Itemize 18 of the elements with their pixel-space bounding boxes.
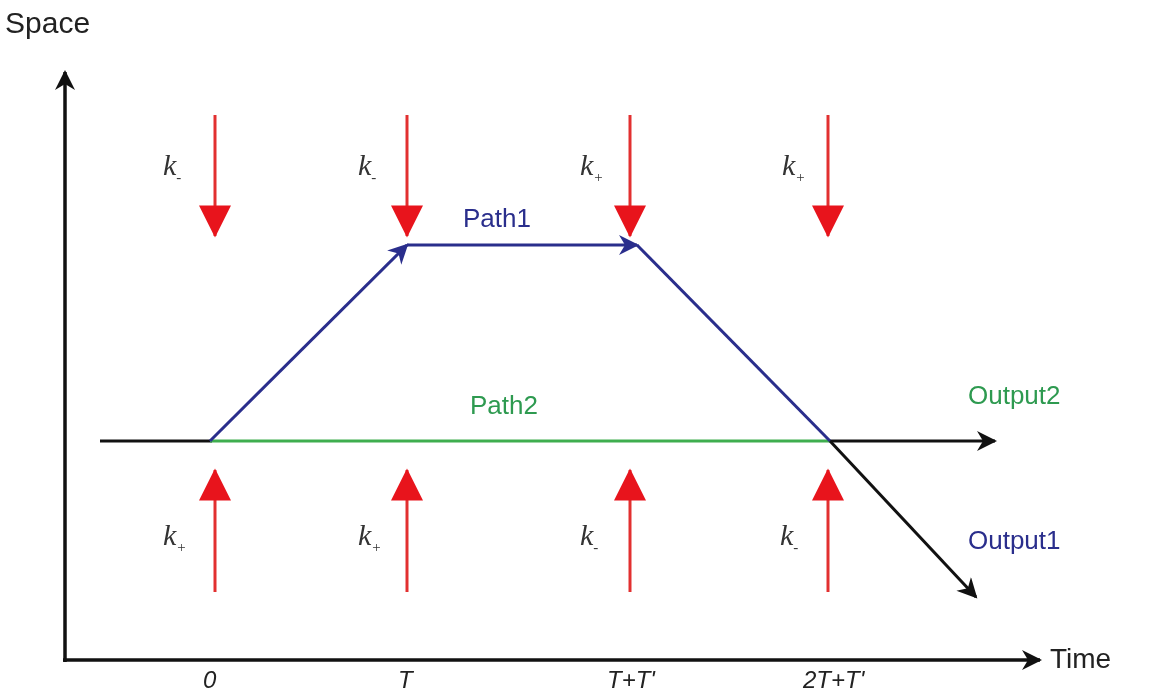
- rate-label: k$_{+}$: [358, 520, 382, 555]
- tick-label: 0: [203, 668, 217, 692]
- output-label: Output2: [968, 382, 1061, 408]
- path-label: Path2: [470, 392, 538, 418]
- axis-title: Space: [5, 8, 91, 38]
- axis-title: Time: [1050, 645, 1112, 673]
- tick-label: T+T': [607, 668, 655, 692]
- path-label: Path1: [463, 205, 531, 231]
- rate-label: k$_{+}$: [163, 520, 187, 555]
- rate-label: k$_{+}$: [782, 150, 806, 185]
- tick-label: 2T+T': [803, 668, 865, 692]
- rate-label: k$_{-}$: [580, 520, 599, 555]
- tick-label: T: [398, 668, 413, 692]
- rate-label: k$_{+}$: [580, 150, 604, 185]
- output-label: Output1: [968, 527, 1061, 553]
- rate-label: k$_{-}$: [163, 150, 182, 185]
- rate-label: k$_{-}$: [358, 150, 377, 185]
- rate-label: k$_{-}$: [780, 520, 799, 555]
